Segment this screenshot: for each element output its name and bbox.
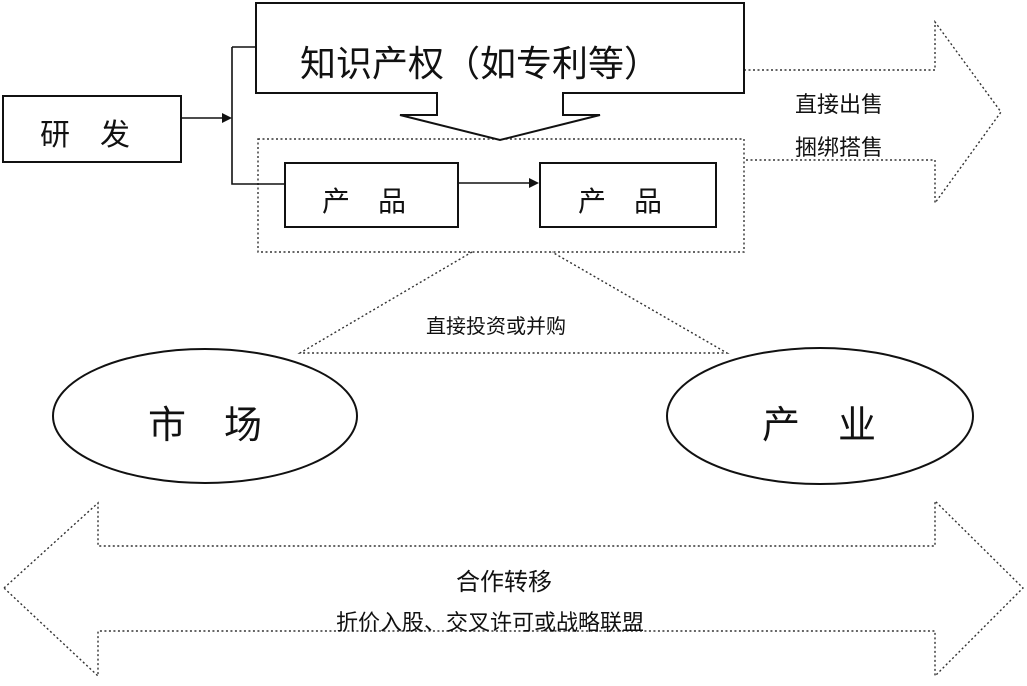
product-right-label: 产 品 [578, 185, 663, 218]
rd-label: 研 发 [40, 118, 130, 153]
cooperation-detail-label: 折价入股、交叉许可或战略联盟 [336, 611, 645, 636]
product-left-box [284, 162, 459, 228]
rd-connector [231, 46, 285, 185]
product-right-box [539, 162, 717, 228]
ip-label: 知识产权（如专利等） [300, 44, 661, 85]
investment-label: 直接投资或并购 [426, 314, 566, 338]
bundle-sale-label: 捆绑搭售 [795, 136, 884, 161]
investment-triangle [297, 251, 730, 354]
cooperation-arrow [2, 499, 1024, 678]
cooperation-label: 合作转移 [456, 568, 552, 596]
industry-ellipse [666, 347, 974, 485]
market-ellipse [52, 348, 358, 484]
sale-arrow [744, 19, 1002, 206]
product-left-label: 产 品 [322, 185, 407, 218]
industry-label: 产 业 [762, 403, 877, 447]
ip-box [255, 2, 745, 142]
rd-box [2, 95, 182, 163]
market-label: 市 场 [148, 403, 263, 447]
direct-sale-label: 直接出售 [795, 93, 884, 118]
